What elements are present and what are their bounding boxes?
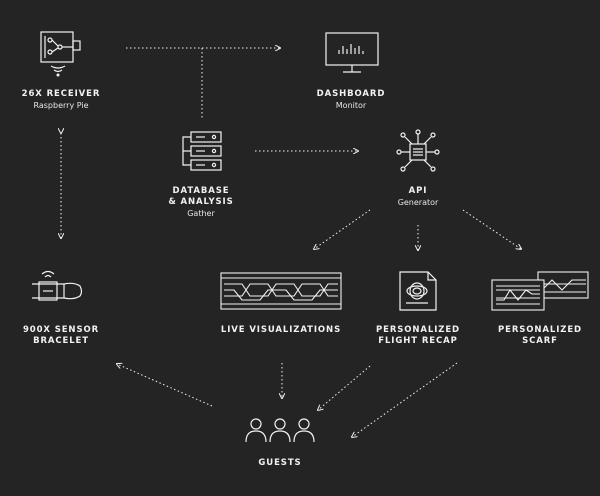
scarf-pattern-icon bbox=[491, 271, 589, 311]
node-bracelet: 900X SENSOR BRACELET bbox=[6, 325, 116, 347]
link-api-scarf bbox=[462, 209, 521, 249]
node-guests: GUESTS bbox=[225, 458, 335, 469]
link-flight-recap-guests bbox=[318, 365, 371, 410]
sensor-bracelet-icon bbox=[32, 270, 83, 301]
server-stack-icon bbox=[182, 131, 222, 171]
flight-recap-title: PERSONALIZED FLIGHT RECAP bbox=[375, 325, 461, 346]
api-subtitle: Generator bbox=[397, 198, 439, 207]
bracelet-title: 900X SENSOR BRACELET bbox=[22, 325, 100, 346]
link-guests-bracelet bbox=[117, 364, 213, 407]
node-flight-recap: PERSONALIZED FLIGHT RECAP bbox=[363, 325, 473, 347]
guests-title: GUESTS bbox=[258, 458, 302, 468]
dashboard-subtitle: Monitor bbox=[335, 101, 367, 110]
link-api-visualizations bbox=[314, 209, 371, 249]
api-title: API bbox=[408, 186, 428, 196]
receiver-subtitle: Raspberry Pie bbox=[33, 101, 89, 110]
node-visualizations: LIVE VISUALIZATIONS bbox=[211, 325, 351, 336]
database-title: DATABASE & ANALYSIS bbox=[168, 186, 234, 207]
circuit-board-icon bbox=[40, 31, 81, 77]
waveform-display-icon bbox=[220, 272, 342, 310]
receiver-title: 26X RECEIVER bbox=[21, 89, 101, 99]
dashboard-title: DASHBOARD bbox=[316, 89, 386, 99]
link-scarf-guests bbox=[352, 362, 458, 437]
node-api: API Generator bbox=[363, 186, 473, 208]
node-dashboard: DASHBOARD Monitor bbox=[296, 89, 406, 111]
visualizations-title: LIVE VISUALIZATIONS bbox=[220, 325, 342, 335]
api-hub-icon bbox=[396, 129, 440, 172]
monitor-icon bbox=[325, 32, 379, 73]
people-group-icon bbox=[245, 418, 315, 443]
database-subtitle: Gather bbox=[187, 209, 215, 218]
scarf-title: PERSONALIZED SCARF bbox=[497, 325, 583, 346]
flight-recap-card-icon bbox=[399, 271, 437, 311]
node-receiver: 26X RECEIVER Raspberry Pie bbox=[6, 89, 116, 111]
node-scarf: PERSONALIZED SCARF bbox=[485, 325, 595, 347]
node-database: DATABASE & ANALYSIS Gather bbox=[146, 186, 256, 219]
